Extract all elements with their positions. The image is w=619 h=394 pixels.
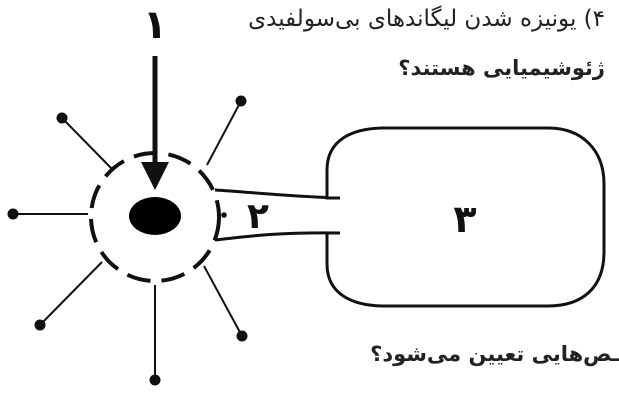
channel-dot-left [221,212,227,218]
nucleus-ellipse [129,197,181,235]
label-channel: ۲ [247,196,269,237]
spoke-lower-left [40,262,102,325]
spoke-dot-left [9,210,18,219]
spoke-upper-right [207,101,241,165]
spoke-dot-lower-right [238,332,247,341]
label-box: ۳ [453,197,476,241]
question-line-2: ژئوشیمیایی هستند؟ [398,56,605,80]
channel-top-line [215,190,340,198]
spoke-dot-upper-left [58,114,67,123]
question-line-1: ۴) یونیزه شدن لیگاندهای بی‌سولفیدی [248,6,605,32]
question-line-3: ـص‌هایی تعیین می‌شود؟ [370,342,619,366]
spoke-dot-lower-left [36,321,45,330]
spoke-dot-upper-right [237,97,246,106]
arrow-head [141,162,169,190]
spoke-lower-right [204,266,242,336]
spoke-dot-bottom [151,376,160,385]
channel-join-mask [322,200,332,231]
channel-bottom-line [215,233,340,240]
spoke-upper-left [62,118,113,170]
label-arrow: ۱ [143,2,167,48]
radial-spokes [9,97,247,385]
